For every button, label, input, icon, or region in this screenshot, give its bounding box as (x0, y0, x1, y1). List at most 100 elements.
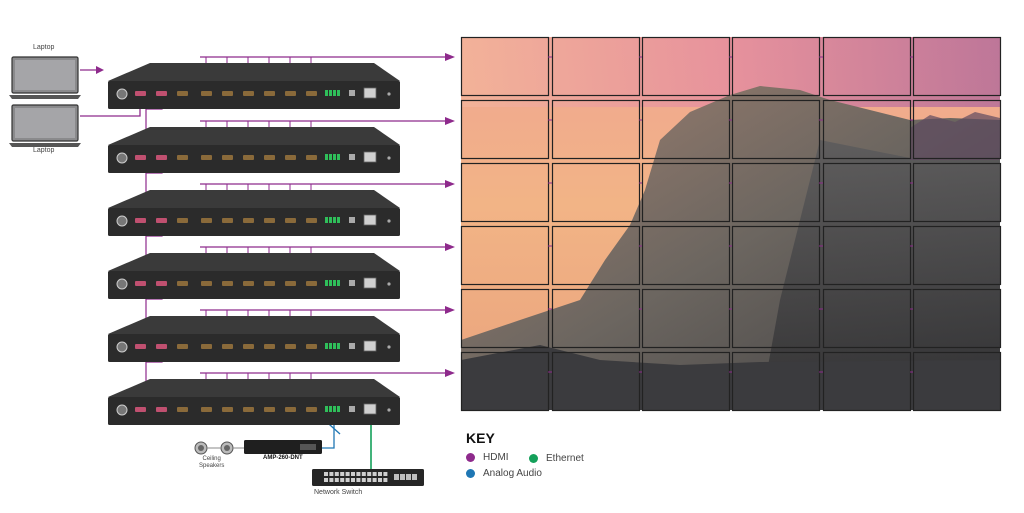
ceiling-speaker-icon (194, 441, 208, 455)
switch-port (324, 478, 328, 482)
hdmi-port (222, 407, 233, 412)
switch-port (340, 478, 345, 482)
laptop-base (9, 143, 81, 147)
switch-port (340, 472, 345, 476)
ethernet-port (363, 87, 377, 99)
switch-port (372, 478, 377, 482)
video-wall-panel (822, 36, 912, 97)
switch-port (372, 472, 377, 476)
key-item-ethernet: Ethernet (529, 453, 584, 464)
hdmi-port (243, 155, 254, 160)
hdmi-arrow (445, 243, 455, 251)
video-wall-panel (460, 99, 550, 160)
video-wall-panel (551, 225, 641, 286)
switch-port (361, 478, 366, 482)
hdmi-port (285, 407, 296, 412)
switch-port (329, 478, 334, 482)
hdmi-port (201, 155, 212, 160)
matrix-switcher-unit (108, 190, 400, 236)
speaker-cone (224, 445, 230, 451)
switch-port (345, 478, 350, 482)
audio-terminal (329, 217, 332, 223)
video-wall-panel (641, 351, 731, 412)
switch-port (351, 472, 355, 476)
video-wall-panel (731, 36, 821, 97)
matrix-switcher-unit (108, 316, 400, 362)
amp-label: AMP-260-DNT (263, 455, 303, 461)
hdmi-port (177, 344, 188, 349)
video-wall-panel (551, 162, 641, 223)
hdmi-port (135, 344, 146, 349)
device-knob (116, 404, 128, 416)
video-wall-panel (641, 288, 731, 349)
video-wall-panel (551, 99, 641, 160)
hdmi-port (285, 344, 296, 349)
matrix-switcher-unit (108, 253, 400, 299)
hdmi-port (243, 91, 254, 96)
video-wall-panel (731, 99, 821, 160)
ceiling-speaker-icon (220, 441, 234, 455)
key-item-hdmi: HDMI (466, 452, 509, 463)
audio-terminal (337, 90, 340, 96)
hdmi-port (135, 407, 146, 412)
hdmi-port (222, 281, 233, 286)
device-knob (116, 215, 128, 227)
hdmi-port (135, 91, 146, 96)
laptop-display (15, 60, 75, 90)
video-wall-panel (731, 225, 821, 286)
key-label-analog-audio: Analog Audio (483, 468, 542, 479)
hdmi-port (201, 344, 212, 349)
power-led (387, 156, 391, 160)
hdmi-port (222, 218, 233, 223)
hdmi-port (156, 155, 167, 160)
switch-port (334, 478, 339, 482)
key-label-ethernet: Ethernet (546, 453, 584, 464)
amplifier-device (244, 440, 322, 454)
audio-terminal (325, 90, 328, 96)
switch-port (383, 478, 388, 482)
video-wall-panel (460, 162, 550, 223)
video-wall-panel (912, 99, 1002, 160)
wall-image (461, 37, 1000, 410)
hdmi-port (156, 218, 167, 223)
ethernet-port (363, 403, 377, 415)
switch-port (361, 472, 366, 476)
audio-terminal (325, 154, 328, 160)
video-wall-panel (641, 162, 731, 223)
power-led (387, 345, 391, 349)
video-wall-panel (822, 351, 912, 412)
power-led (387, 408, 391, 412)
audio-terminal (333, 343, 336, 349)
audio-terminal (337, 406, 340, 412)
video-wall-panel (460, 351, 550, 412)
hdmi-port (135, 155, 146, 160)
speaker-cone (198, 445, 204, 451)
matrix-switcher-unit (108, 127, 400, 173)
video-wall (460, 36, 1002, 412)
switch-port (334, 472, 339, 476)
audio-terminal (333, 90, 336, 96)
hdmi-arrow (445, 180, 455, 188)
small-port (349, 343, 355, 349)
video-wall-panel (912, 225, 1002, 286)
power-led (387, 219, 391, 223)
hdmi-port (201, 281, 212, 286)
small-port (349, 406, 355, 412)
device-knob (116, 88, 128, 100)
switch-port (329, 472, 334, 476)
matrix-switcher-unit (108, 379, 400, 425)
sfp-port (400, 474, 405, 480)
hdmi-port (243, 407, 254, 412)
switch-port (356, 478, 361, 482)
hdmi-port (243, 344, 254, 349)
audio-terminal (325, 217, 328, 223)
small-port (349, 90, 355, 96)
sfp-port (406, 474, 411, 480)
matrix-switchers (108, 63, 400, 425)
laptop-icon (9, 56, 81, 99)
hdmi-port (156, 281, 167, 286)
hdmi-port (177, 91, 188, 96)
hdmi-port (201, 91, 212, 96)
